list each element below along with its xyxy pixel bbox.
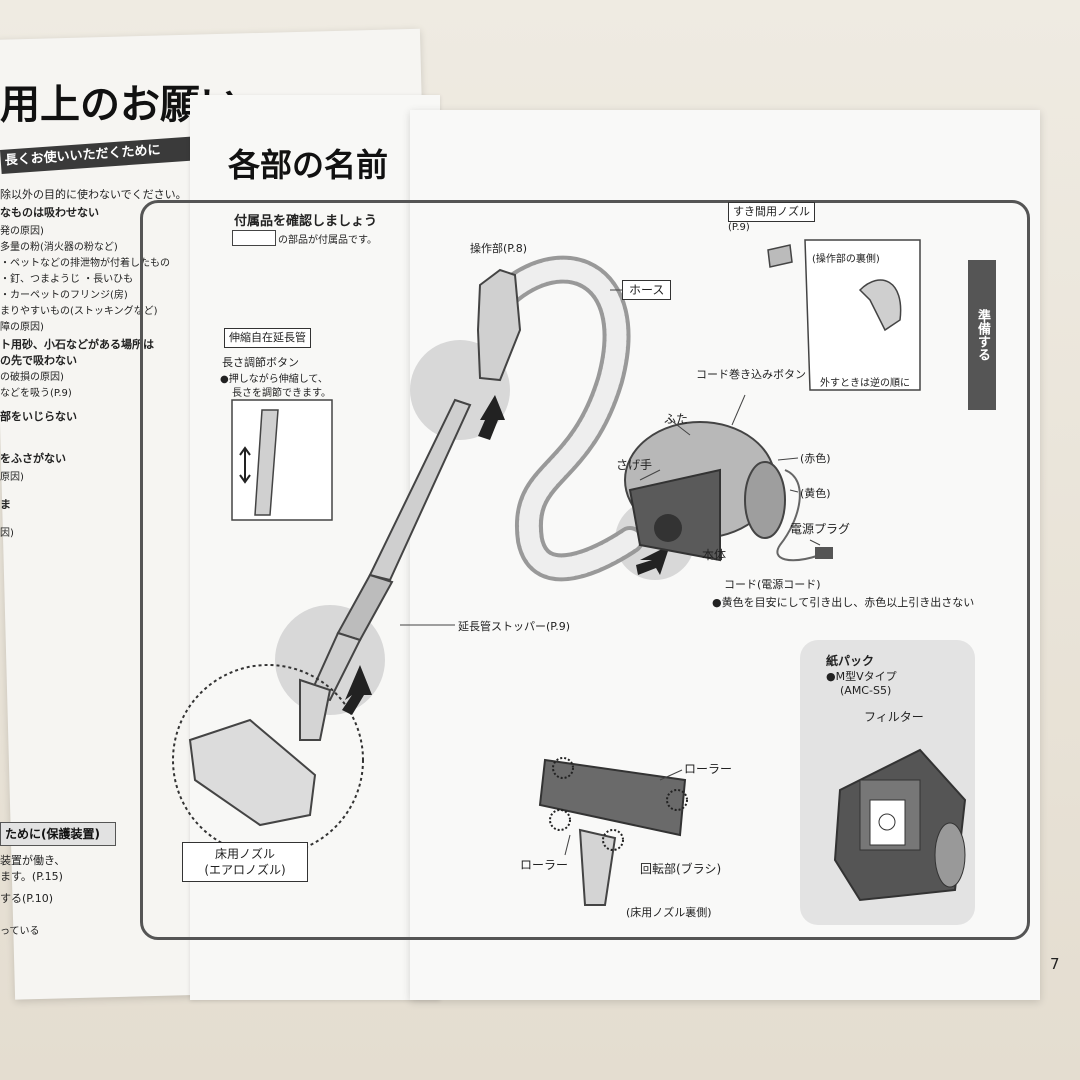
left-line: 除以外の目的に使わないでください。	[0, 188, 187, 201]
left-banner-bottom: ために(保護装置)	[0, 822, 116, 846]
crevice-inset-box	[804, 239, 921, 391]
pipe-upper	[368, 398, 472, 582]
diagram-frame	[140, 200, 1030, 940]
left-line: 多量の粉(消火器の粉など)	[0, 242, 118, 253]
crevice-nozzle-shape	[767, 244, 793, 268]
roller-label-top: ローラー	[684, 762, 733, 776]
nozzle-dotted-circle	[172, 664, 364, 856]
red-marker-label: (赤色)	[800, 452, 831, 465]
inset-arrow	[239, 446, 251, 484]
length-button-label: 長さ調節ボタン	[222, 356, 299, 369]
extension-stopper-label: 延長管ストッパー(P.9)	[458, 620, 570, 633]
crevice-nozzle-label: すき間用ノズル	[728, 202, 815, 222]
section-tab: 準備する	[968, 260, 996, 410]
left-line: ト用砂、小石などがある場所は	[0, 338, 154, 351]
yellow-marker-label: (黄色)	[800, 487, 831, 500]
body-inlet	[654, 514, 682, 542]
left-line: をふさがない	[0, 452, 66, 465]
roller-marker	[549, 809, 571, 831]
underside-neck	[578, 828, 617, 906]
paper-bag-label: 紙パック	[826, 654, 875, 668]
body-front	[628, 468, 721, 562]
roller-marker	[552, 757, 574, 779]
leader-lines	[400, 289, 821, 856]
length-note: 長さを調節できます。	[232, 388, 331, 399]
left-line: の先で吸わない	[0, 354, 77, 367]
left-line: などを吸う(P.9)	[0, 388, 72, 399]
left-line: 障の原因)	[0, 322, 44, 333]
handle-shape	[476, 268, 522, 382]
accessories-title: 付属品を確認しましょう	[234, 214, 378, 229]
left-line: まりやすいもの(ストッキングなど)	[0, 306, 158, 317]
rotating-brush-label: 回転部(ブラシ)	[640, 862, 722, 876]
left-line: 部をいじらない	[0, 410, 77, 423]
hose-label: ホース	[622, 280, 672, 300]
bag-model-label: (AMC-S5)	[840, 684, 892, 697]
arrow-up	[478, 395, 505, 440]
inset-tube	[254, 409, 279, 516]
floor-nozzle-label: 床用ノズル (エアロノズル)	[182, 842, 308, 882]
power-cord	[776, 469, 821, 562]
plug-shape	[815, 547, 833, 559]
nozzle-neck	[299, 678, 332, 741]
accessories-note: の部品が付属品です。	[278, 235, 377, 246]
nozzle-head	[188, 718, 317, 827]
lid-label: ふた	[664, 412, 689, 426]
floor-nozzle-subname: (エアロノズル)	[204, 863, 286, 877]
paper-bag-panel	[800, 640, 975, 925]
parts-heading: 各部の名前	[228, 146, 389, 184]
remove-note: 外すときは逆の順に	[820, 378, 910, 389]
left-line: ・ペットなどの排泄物が付着したもの	[0, 258, 170, 269]
left-line: 発の原因)	[0, 226, 44, 237]
power-plug-label: 電源プラグ	[790, 522, 851, 536]
floor-nozzle-name: 床用ノズル	[214, 847, 275, 861]
left-line: 因)	[0, 528, 14, 539]
hose-ribs	[490, 259, 640, 578]
left-line: ・釘、つまようじ ・長いひも	[0, 274, 134, 285]
inset-handle-shape	[858, 279, 902, 332]
left-bottom-line: っている	[0, 926, 40, 937]
inset-box	[231, 399, 333, 521]
page-number: 7	[1050, 955, 1060, 973]
filter-label: フィルター	[864, 710, 924, 724]
body-wheel	[744, 461, 786, 539]
nozzle-underside-caption: (床用ノズル裏側)	[626, 906, 712, 919]
left-bottom-line: ます。(P.15)	[0, 870, 63, 883]
roller-marker	[602, 829, 624, 851]
left-bottom-line: する(P.10)	[0, 892, 53, 905]
cord-reel-button-label: コード巻き込みボタン	[696, 368, 806, 381]
left-line: ま	[0, 498, 11, 511]
roller-marker	[666, 789, 688, 811]
underside-nozzle	[538, 758, 687, 837]
operation-label: 操作部(P.8)	[470, 242, 527, 255]
left-line: 原因)	[0, 472, 24, 483]
arrow-right	[636, 545, 670, 575]
length-note: ●押しながら伸縮して、	[220, 374, 328, 385]
accessory-legend-box	[232, 230, 276, 246]
left-line: ・カーペットのフリンジ(房)	[0, 290, 128, 301]
operation-back-label: (操作部の裏側)	[812, 254, 880, 265]
roller-label-left: ローラー	[520, 858, 569, 872]
cord-note: ●黄色を目安にして引き出し、赤色以上引き出さない	[712, 596, 975, 609]
telescoping-pipe-label: 伸縮自在延長管	[224, 328, 311, 348]
arrow-up	[342, 665, 372, 715]
left-line: なものは吸わせない	[0, 206, 99, 219]
left-bottom-line: 装置が働き、	[0, 854, 66, 867]
paper-bag-illustration	[833, 748, 967, 902]
bag-type-label: ●M型Vタイプ	[826, 670, 897, 683]
handle-label: さげ手	[616, 458, 653, 472]
left-line: の破損の原因)	[0, 372, 64, 383]
cord-label: コード(電源コード)	[724, 578, 821, 591]
body-label: 本体	[702, 548, 727, 562]
crevice-page-ref: (P.9)	[728, 222, 750, 233]
